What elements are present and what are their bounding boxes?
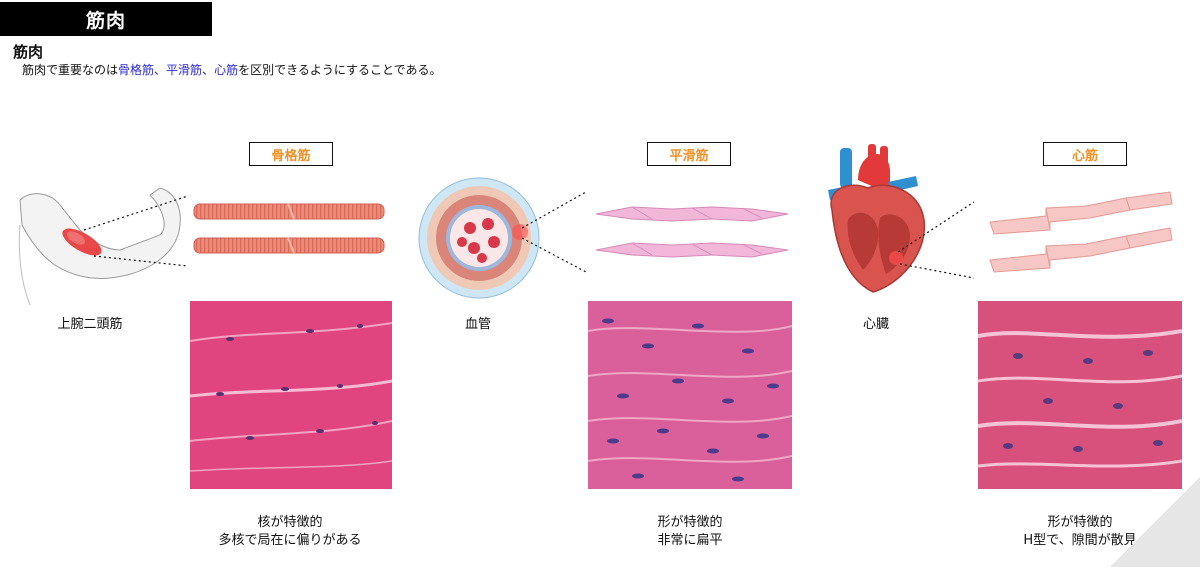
highlight-cardiac: 心筋 <box>214 63 239 77</box>
smooth-muscle-cell-illustration <box>595 206 789 258</box>
label-cardiac-muscle: 心筋 <box>1043 142 1127 166</box>
title-bar: 筋肉 <box>0 2 212 36</box>
cardiac-muscle-micrograph <box>978 301 1182 489</box>
smooth-muscle-micrograph <box>588 301 792 489</box>
blood-vessel-cross-section-icon <box>418 177 587 299</box>
highlight-skeletal: 骨格筋 <box>118 63 155 77</box>
section-heading: 筋肉 <box>13 43 44 61</box>
highlight-smooth: 平滑筋 <box>166 63 203 77</box>
caption-smooth: 形が特徴的 非常に扁平 <box>657 515 723 548</box>
organ-label-heart: 心臓 <box>862 317 889 332</box>
skeletal-fiber-illustration <box>193 203 385 254</box>
label-skeletal-muscle: 骨格筋 <box>249 142 333 166</box>
arm-illustration-icon <box>18 187 189 306</box>
organ-label-blood-vessel: 血管 <box>464 317 491 332</box>
organ-label-biceps: 上腕二頭筋 <box>57 317 123 332</box>
caption-cardiac: 形が特徴的 H型で、隙間が散見 <box>1023 515 1137 548</box>
intro-text: 筋肉で重要なのは骨格筋、平滑筋、心筋を区別できるようにすることである。 <box>22 63 442 77</box>
skeletal-muscle-micrograph <box>190 301 392 489</box>
label-smooth-muscle: 平滑筋 <box>647 142 731 166</box>
heart-illustration-icon <box>828 144 975 293</box>
caption-skeletal: 核が特徴的 多核で局在に偏りがある <box>218 515 362 548</box>
cardiac-muscle-cell-illustration <box>989 191 1173 273</box>
page-title: 筋肉 <box>85 9 126 32</box>
corner-decoration <box>1110 477 1200 567</box>
